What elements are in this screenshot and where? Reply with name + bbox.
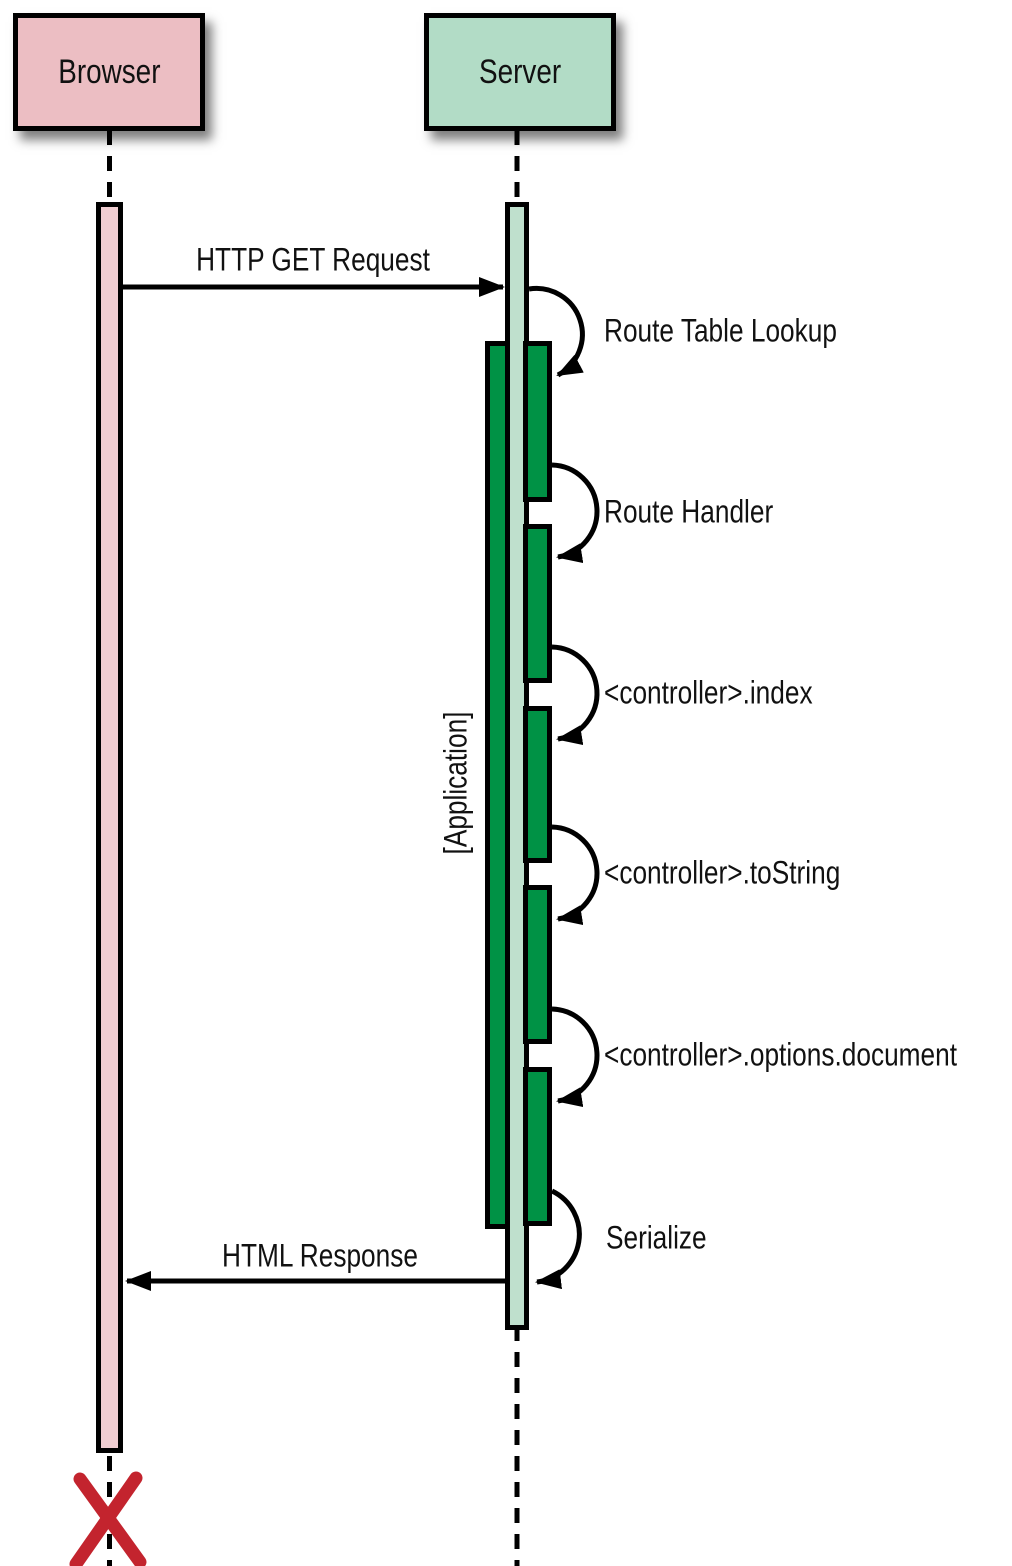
destroy-x-icon: [69, 1471, 147, 1566]
self-call-label-controller-tostring: <controller>.toString: [604, 854, 841, 891]
self-call-loop-controller-index: [551, 644, 600, 746]
self-call-loop-controller-tostring: [551, 824, 600, 926]
activation-segment-route-table-lookup: [523, 341, 552, 502]
browser-activation-bar: [96, 202, 123, 1453]
activation-segment-controller-index: [523, 706, 552, 863]
self-call-label-route-handler: Route Handler: [604, 493, 774, 530]
self-call-loop-controller-options-document: [551, 1006, 600, 1108]
self-call-loop-serialize: [535, 1188, 582, 1290]
self-call-label-controller-index: <controller>.index: [604, 674, 813, 711]
server-actor-label: Server: [478, 52, 562, 91]
activation-segment-controller-tostring: [523, 885, 552, 1044]
server-actor-box: Server: [424, 13, 616, 131]
self-call-loop-route-table-lookup: [528, 285, 585, 378]
self-call-label-serialize: Serialize: [606, 1219, 707, 1256]
application-bar-label: [Application]: [437, 711, 474, 855]
browser-actor-label: Browser: [57, 52, 161, 91]
activation-segment-controller-options-document: [523, 1067, 552, 1226]
self-call-label-controller-options-document: <controller>.options.document: [604, 1036, 957, 1073]
browser-actor-box: Browser: [13, 13, 205, 131]
activation-segment-route-handler: [523, 524, 552, 683]
http-get-request-label: HTTP GET Request: [196, 241, 430, 278]
self-call-label-route-table-lookup: Route Table Lookup: [604, 312, 837, 349]
self-call-loop-route-handler: [551, 462, 600, 564]
html-response-label: HTML Response: [222, 1237, 418, 1274]
